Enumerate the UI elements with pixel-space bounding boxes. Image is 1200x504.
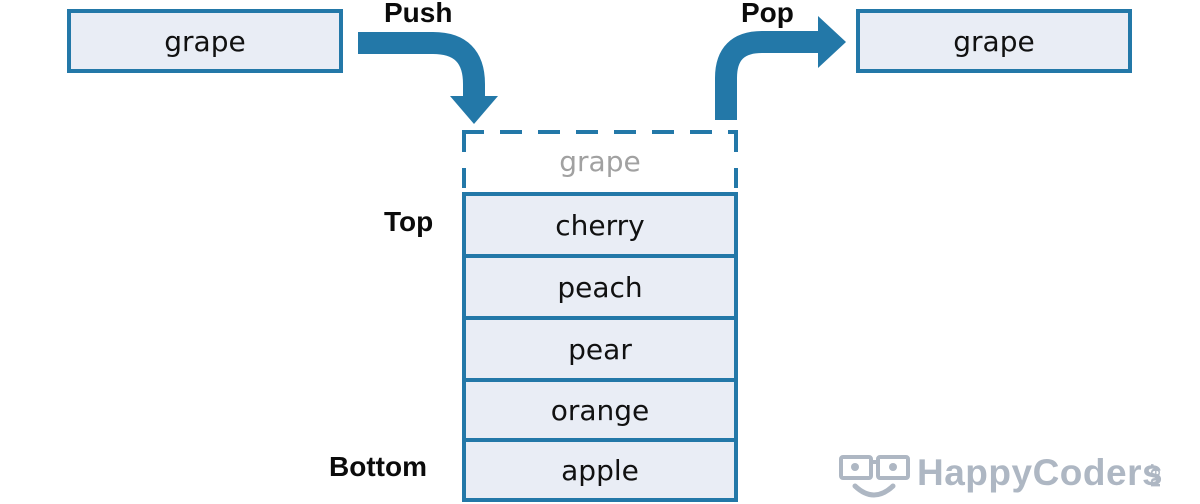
happycoders-logo-suffix: .eu [1147, 463, 1166, 488]
glasses-smiley-icon [839, 455, 910, 498]
stack-item-label: orange [550, 393, 650, 427]
stack-item: pear [462, 316, 738, 382]
stack-item-label: peach [557, 270, 643, 304]
stack-item: orange [462, 378, 738, 442]
happycoders-logo-text: HappyCoders [917, 452, 1164, 493]
incoming-item: grape [462, 130, 738, 192]
push-source-item-label: grape [164, 24, 246, 58]
push-arrow [358, 32, 498, 124]
pop-result-item: grape [856, 9, 1132, 73]
pop-result-item-label: grape [953, 24, 1035, 58]
stack-item-label: apple [561, 453, 639, 487]
pop-arrow [715, 16, 846, 120]
stack-item: cherry [462, 192, 738, 258]
incoming-slot-outline [462, 130, 738, 192]
incoming-item-label: grape [559, 144, 641, 178]
stack-item: apple [462, 438, 738, 502]
stack-item-label: cherry [555, 208, 645, 242]
push-source-item: grape [67, 9, 343, 73]
top-label: Top [384, 206, 434, 237]
push-label: Push [384, 0, 453, 28]
pop-label: Pop [741, 0, 794, 28]
stack-item: peach [462, 254, 738, 320]
stack-item-label: pear [568, 332, 632, 366]
bottom-label: Bottom [329, 451, 427, 482]
